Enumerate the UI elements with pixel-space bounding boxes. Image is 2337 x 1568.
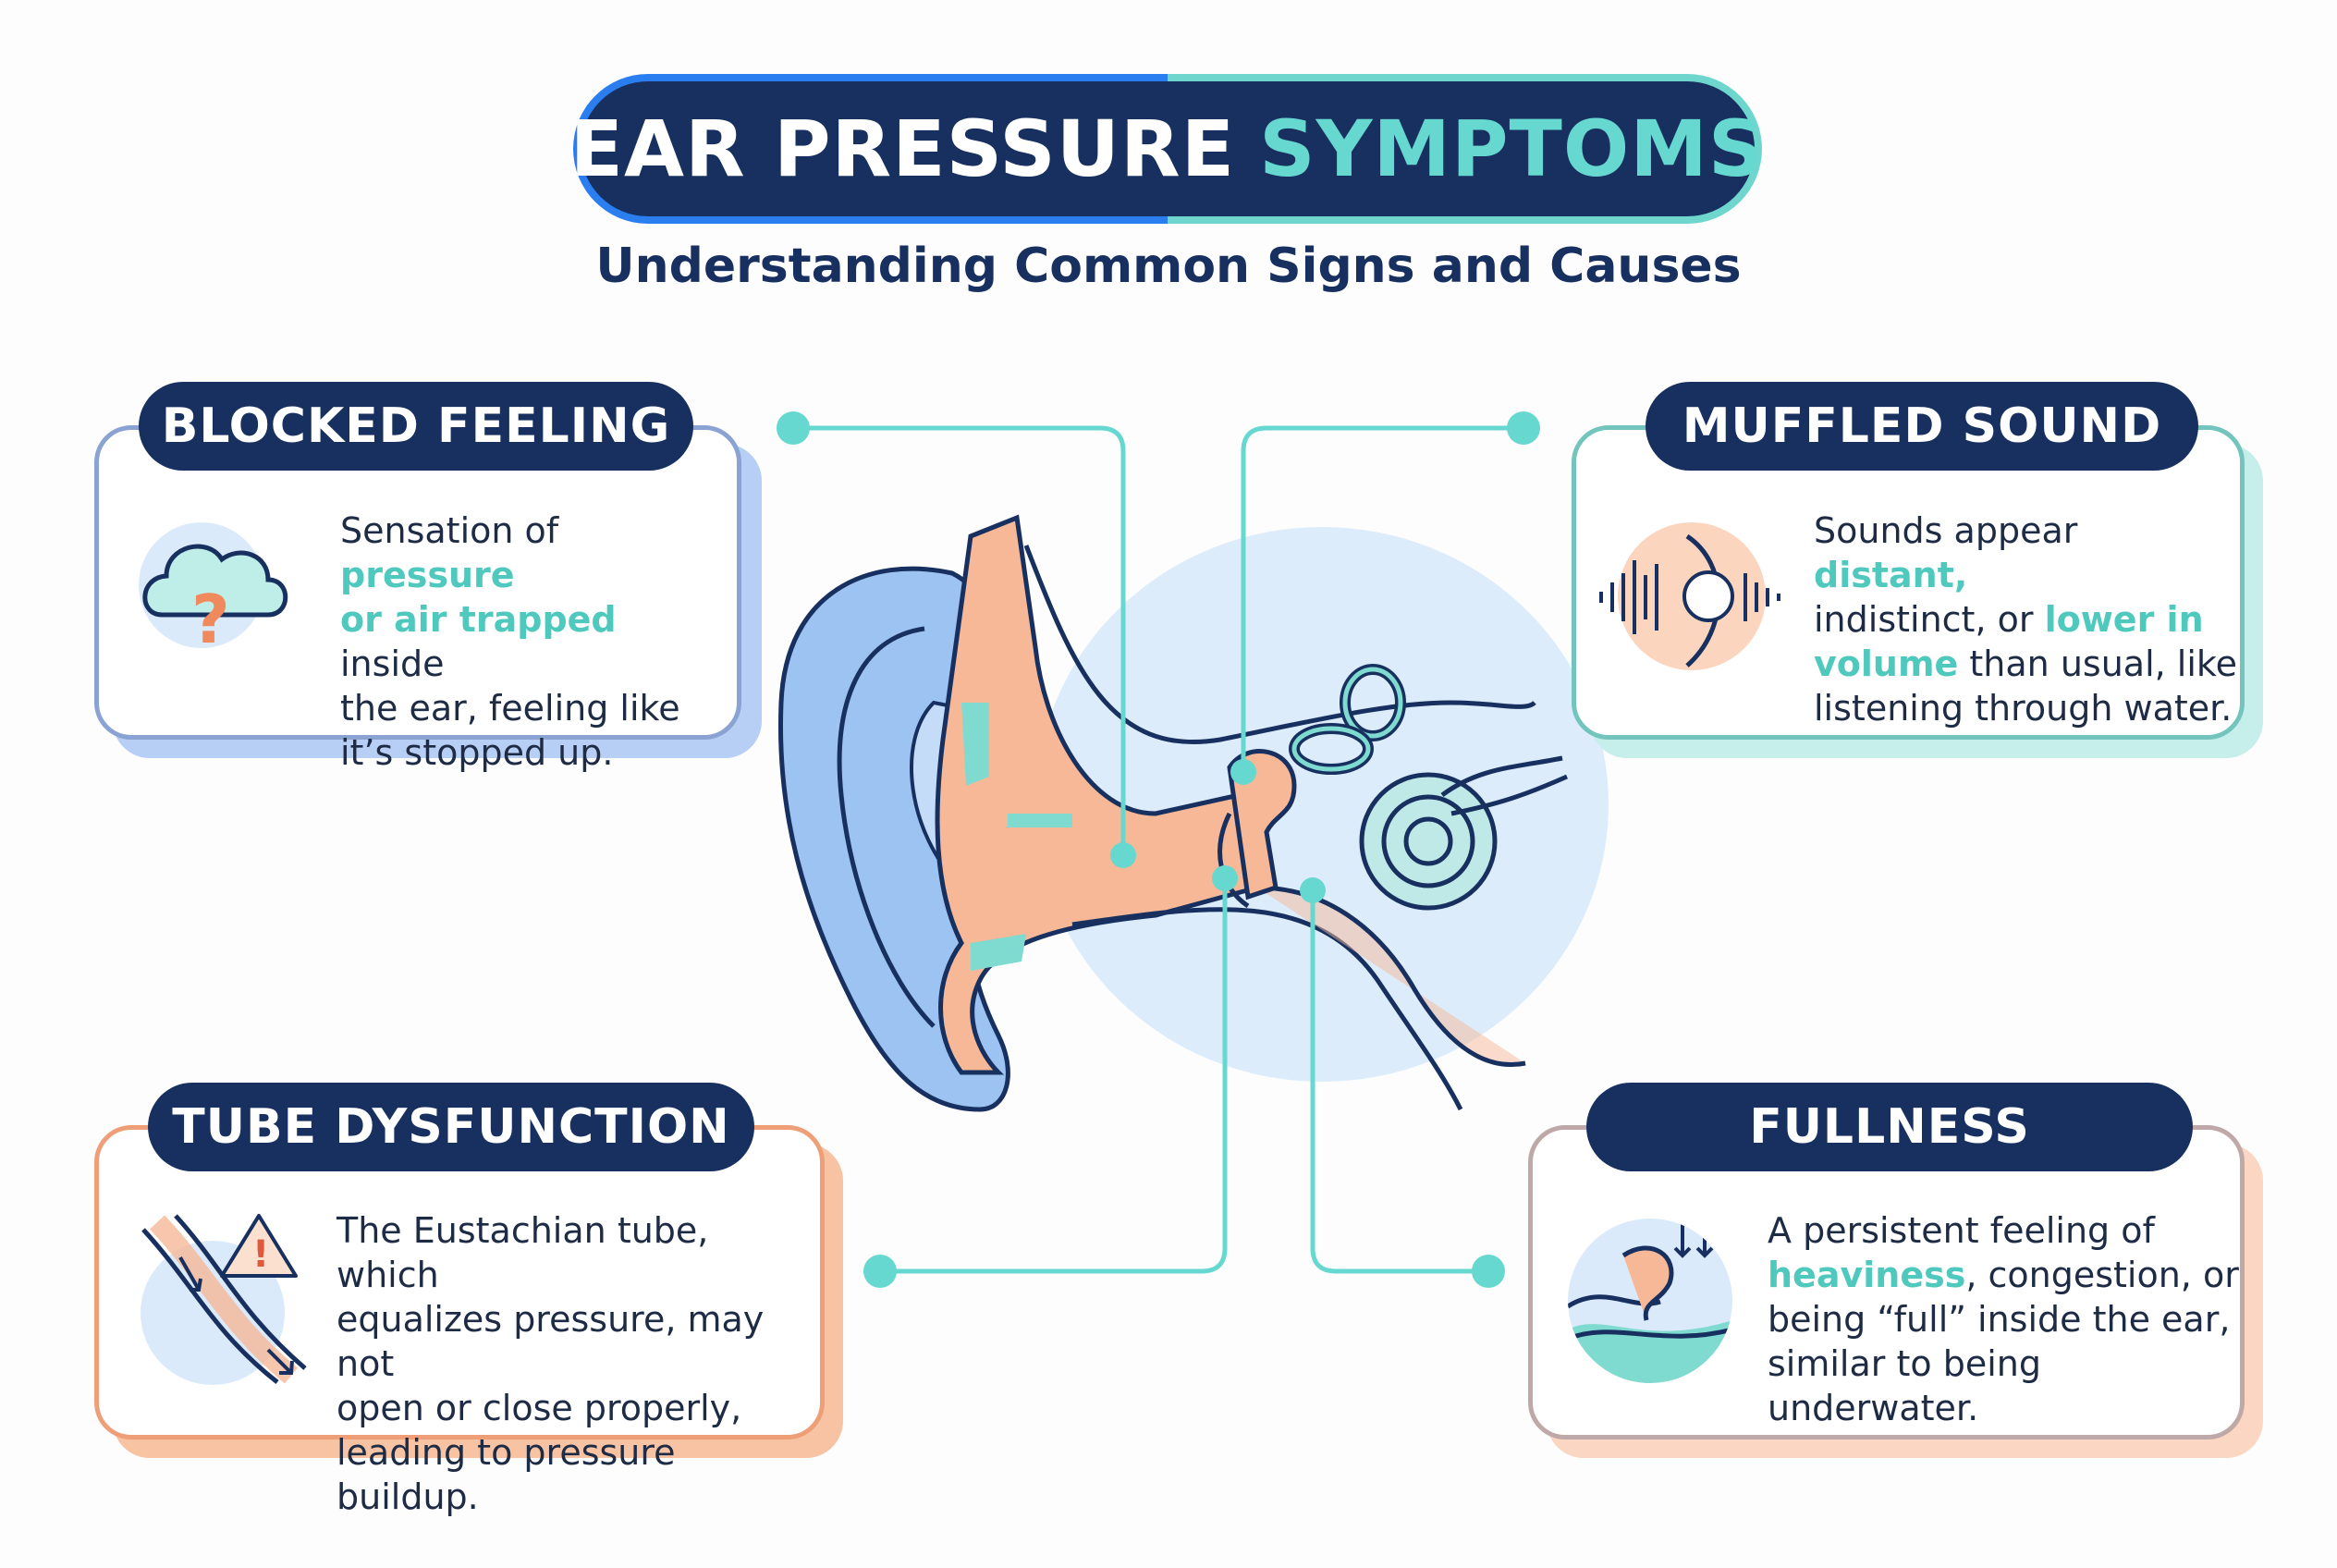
- blocked-text-line4: it’s stopped up.: [340, 732, 614, 773]
- canal-highlight-3: [971, 934, 1026, 971]
- tube-text-line3: open or close properly,: [336, 1388, 742, 1428]
- connector-dots: [777, 411, 1540, 1288]
- fullness-text-line4: similar to being underwater.: [1768, 1343, 2041, 1428]
- fullness-description: A persistent feeling of heaviness, conge…: [1768, 1208, 2239, 1430]
- blocked-feeling-label: BLOCKED FEELING: [139, 382, 693, 471]
- sound-wave-ear-icon: [1599, 522, 1780, 670]
- fullness-text-line1: A persistent feeling of: [1768, 1210, 2155, 1251]
- muffled-text-line2: indistinct, or: [1814, 599, 2045, 640]
- fullness-label: FULLNESS: [1586, 1083, 2193, 1171]
- title-part2: SYMPTOMS: [1259, 104, 1766, 194]
- ear-fullness-icon: [1568, 1219, 1732, 1383]
- connector-lines: [793, 425, 1523, 1274]
- page-subtitle: Understanding Common Signs and Causes: [595, 239, 1742, 294]
- muffled-sound-description: Sounds appear distant, indistinct, or lo…: [1814, 508, 2239, 730]
- page-title: EAR PRESSURE SYMPTOMS: [570, 81, 1764, 216]
- muffled-sound-label: MUFFLED SOUND: [1646, 382, 2198, 471]
- muffled-highlight-lower: lower in: [2044, 599, 2204, 640]
- fullness-highlight-heaviness: heaviness: [1768, 1255, 1966, 1295]
- ear-canal: [935, 514, 1260, 1075]
- blocked-feeling-description: Sensation of pressure or air trapped ins…: [340, 508, 728, 775]
- blocked-highlight-pressure: pressure: [340, 555, 515, 595]
- cloud-question-icon: ?: [139, 522, 288, 658]
- title-part1: EAR PRESSURE: [569, 104, 1236, 194]
- tube-warning-icon: !: [139, 1211, 314, 1387]
- fullness-text-line2: , congestion, or: [1965, 1255, 2239, 1295]
- canal-highlight: [961, 703, 989, 786]
- title-banner: EAR PRESSURE SYMPTOMS: [570, 74, 1764, 224]
- tube-contour: [1071, 907, 1463, 1111]
- outer-ear-inner-fold: [837, 626, 936, 1028]
- tube-dysfunction-label: TUBE DYSFUNCTION: [148, 1083, 754, 1171]
- blocked-text-line3: the ear, feeling like: [340, 688, 680, 729]
- blocked-highlight-air: or air trapped: [340, 599, 617, 640]
- blocked-text-line2: inside: [340, 643, 445, 684]
- tube-dysfunction-description: The Eustachian tube, which equalizes pre…: [336, 1208, 817, 1519]
- skull-contour: [1023, 545, 1536, 744]
- muffled-highlight-distant: distant,: [1814, 555, 1968, 595]
- ossicles: [1227, 749, 1297, 900]
- fullness-text-line3: being “full” inside the ear,: [1768, 1299, 2231, 1340]
- muffled-highlight-volume: volume: [1814, 643, 1959, 684]
- tube-text-line4: leading to pressure buildup.: [336, 1432, 676, 1517]
- background-glow: [1035, 527, 1609, 1082]
- blocked-text-line1: Sensation of: [340, 510, 559, 551]
- tube-text-line1: The Eustachian tube, which: [336, 1210, 709, 1295]
- auditory-nerve: [1440, 755, 1569, 816]
- muffled-text-line3: than usual, like: [1958, 643, 2237, 684]
- tube-text-line2: equalizes pressure, may not: [336, 1299, 765, 1384]
- muffled-text-line1: Sounds appear: [1814, 510, 2078, 551]
- svg-text:?: ?: [191, 581, 230, 658]
- cochlea: [1359, 772, 1498, 911]
- svg-text:!: !: [252, 1233, 269, 1276]
- muffled-text-line4: listening through water.: [1814, 688, 2233, 729]
- canal-highlight-2: [1008, 814, 1072, 827]
